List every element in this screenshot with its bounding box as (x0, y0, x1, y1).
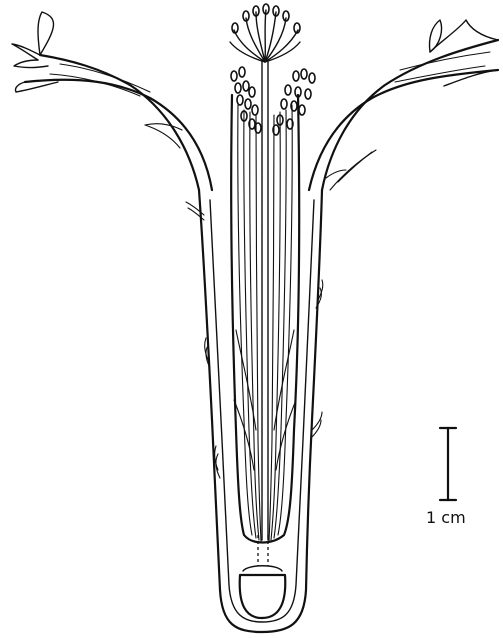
ovary (240, 535, 286, 618)
stamen-column (231, 95, 299, 543)
style (261, 60, 269, 540)
scale-bar-label: 1 cm (426, 508, 466, 527)
scale-bar (440, 428, 456, 500)
stigma (230, 4, 300, 62)
petal-right (309, 20, 498, 190)
petal-left (12, 12, 212, 190)
anthers-left (231, 67, 261, 133)
anthers-right (273, 69, 315, 135)
